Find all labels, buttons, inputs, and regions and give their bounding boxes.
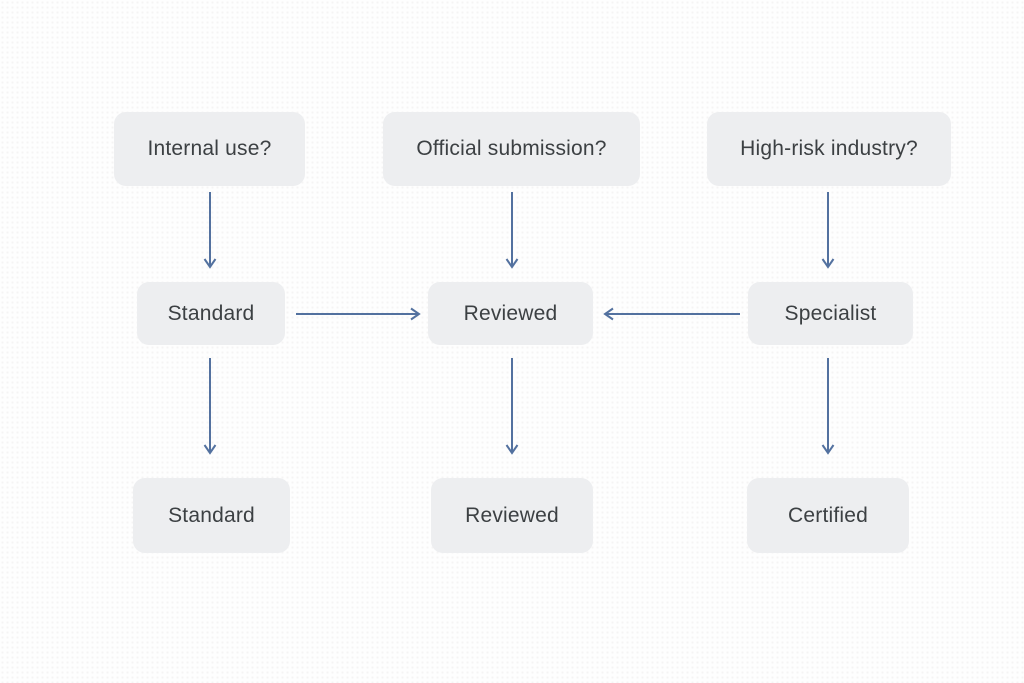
node-outcome-reviewed: Reviewed (431, 478, 593, 553)
node-question-internal-use: Internal use? (114, 112, 305, 186)
node-label: Standard (168, 503, 255, 527)
node-process-standard: Standard (137, 282, 285, 345)
node-process-specialist: Specialist (748, 282, 913, 345)
node-label: Specialist (784, 301, 877, 325)
node-outcome-standard: Standard (133, 478, 290, 553)
node-label: Reviewed (465, 503, 559, 527)
node-question-official-submission: Official submission? (383, 112, 640, 186)
node-label: Internal use? (147, 137, 272, 160)
node-label: High-risk industry? (740, 137, 918, 160)
node-label: Reviewed (463, 301, 558, 325)
node-outcome-certified: Certified (747, 478, 909, 553)
node-label: Official submission? (416, 137, 607, 160)
node-question-high-risk-industry: High-risk industry? (707, 112, 951, 186)
node-label: Certified (788, 503, 868, 527)
node-process-reviewed: Reviewed (428, 282, 593, 345)
node-label: Standard (167, 301, 255, 325)
